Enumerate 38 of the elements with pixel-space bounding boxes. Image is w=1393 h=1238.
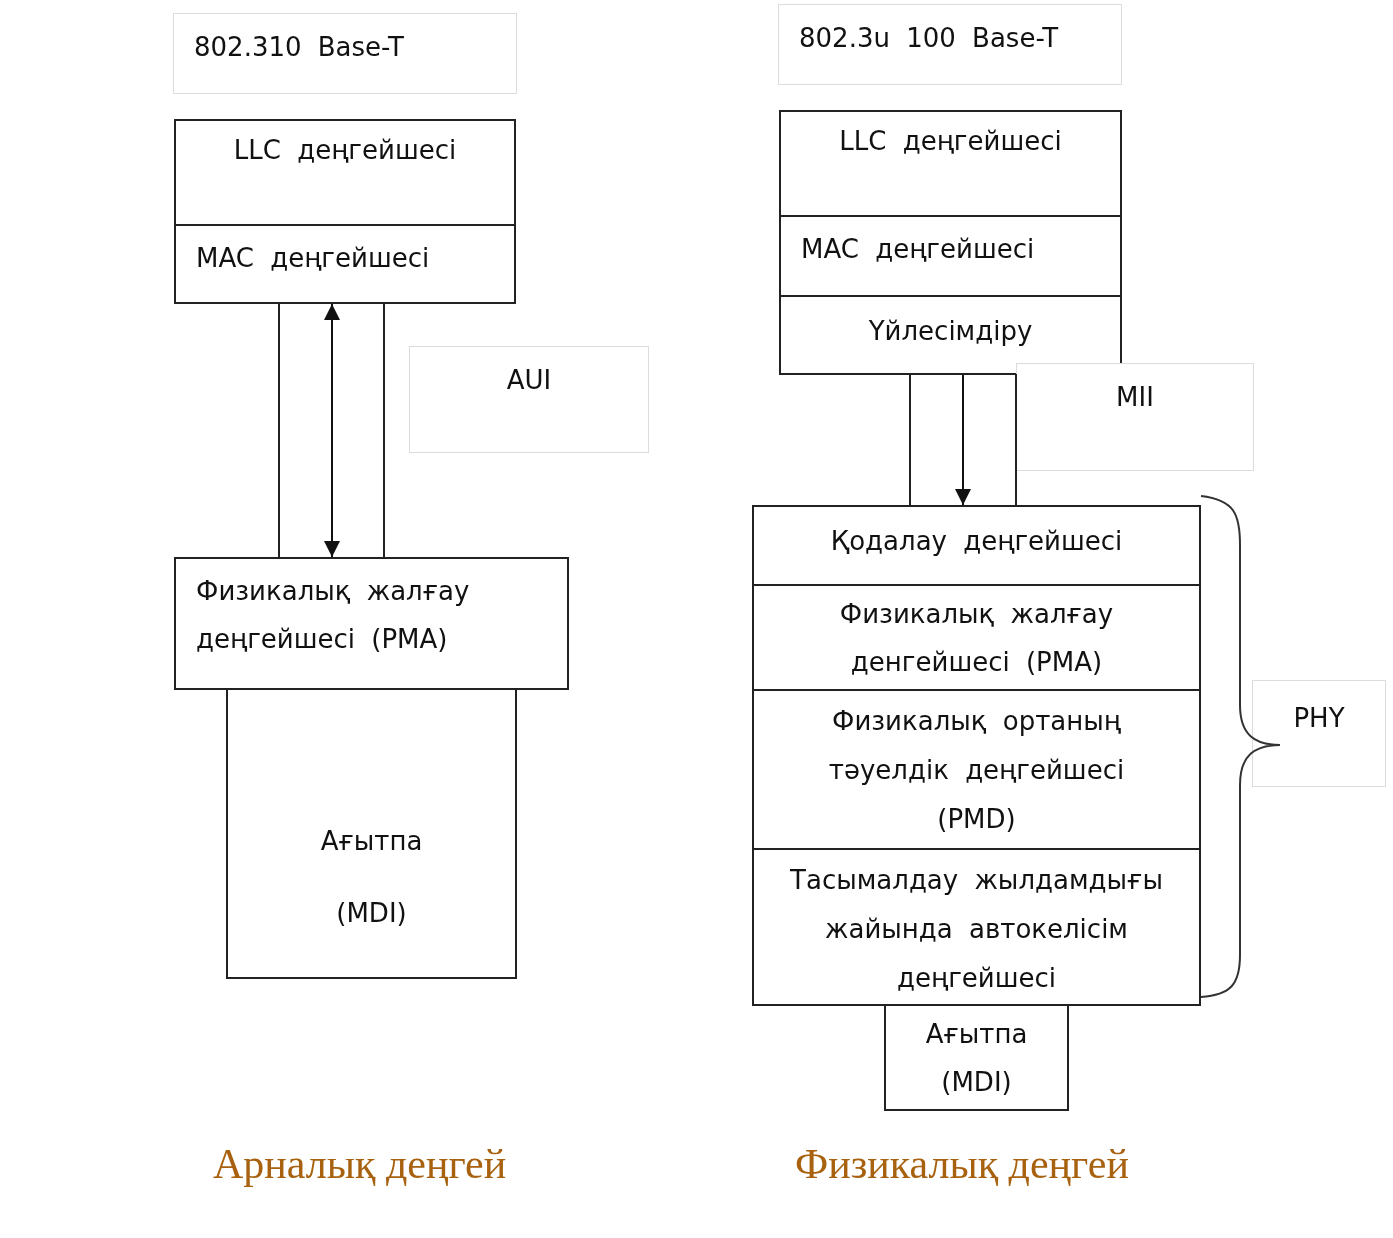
layer-box	[752, 848, 1201, 1006]
layer-box	[884, 1004, 1069, 1111]
layer-name: Ағытпа (MDI)	[319, 825, 424, 930]
layer-name: 802.3u 100 Base-T	[799, 22, 1059, 55]
layer-box	[779, 215, 1122, 297]
layer-box	[779, 295, 1122, 375]
layer-name: Физикалық жалғау деңгейшесі (PMA)	[196, 575, 471, 656]
label-box	[409, 346, 649, 453]
label-box	[173, 13, 517, 94]
layer-box	[752, 505, 1201, 586]
label-box	[778, 4, 1122, 85]
layer-box	[779, 110, 1122, 217]
layer-box	[752, 689, 1201, 850]
arrow	[324, 303, 340, 558]
layer-name: MII	[1116, 381, 1154, 414]
layer-name: Физикалық жалғау денгейшесі (PMA)	[838, 598, 1115, 679]
layer-box	[226, 688, 517, 979]
layer-name: 802.310 Base-T	[194, 31, 404, 64]
layer-box	[174, 224, 516, 304]
layer-name: PHY	[1293, 702, 1345, 735]
layer-box	[174, 119, 516, 226]
layer-name: Ағытпа (MDI)	[924, 1018, 1029, 1099]
layer-box	[174, 557, 569, 690]
section-caption: Арналық деңгей	[213, 1140, 507, 1188]
layer-box	[752, 584, 1201, 691]
section-caption: Физикалық деңгей	[795, 1140, 1129, 1188]
layer-name: Үйлесімдіру	[868, 315, 1033, 348]
label-box	[1252, 680, 1386, 787]
layer-name: Тасымалдау жылдамдығы жайында автокелісім деңгейшесі	[789, 864, 1164, 995]
layer-name: Физикалық ортаның тәуелдік деңгейшесі (PMD)	[827, 705, 1126, 836]
label-box	[1016, 363, 1254, 471]
layer-name: AUI	[506, 364, 552, 397]
arrow	[955, 374, 971, 506]
layer-name: MAC деңгейшесі	[801, 233, 1035, 266]
layer-name: LLC деңгейшесі	[233, 134, 457, 167]
layer-name: LLC деңгейшесі	[839, 125, 1062, 158]
layer-name: MAC деңгейшесі	[196, 242, 430, 275]
layer-name: Қодалау деңгейшесі	[830, 525, 1123, 558]
